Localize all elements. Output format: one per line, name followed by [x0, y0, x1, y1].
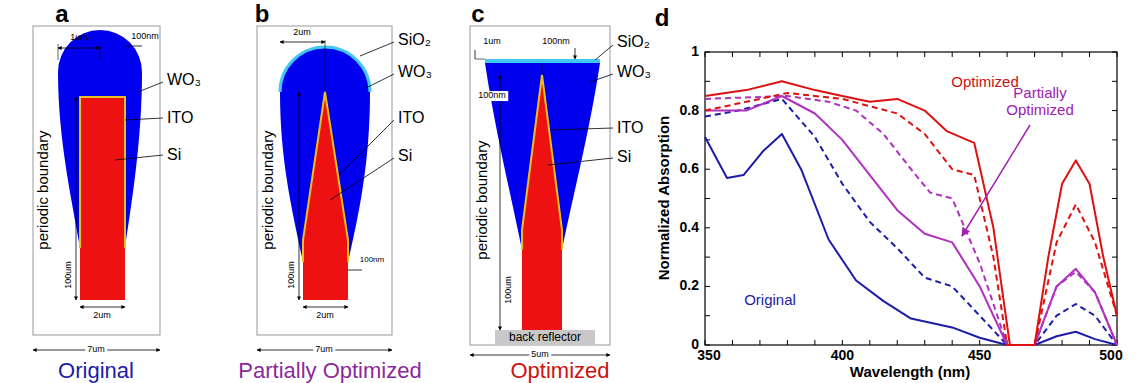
boundary-label: periodic boundary: [474, 140, 491, 259]
material-label: ITO: [617, 119, 643, 137]
panel-letter: d: [655, 5, 670, 31]
panel-letter: a: [55, 1, 68, 27]
dimension-label: 100um: [504, 276, 514, 304]
material-label: WO₃: [167, 71, 201, 89]
material-label: Si: [398, 147, 412, 165]
material-label: Si: [167, 146, 181, 164]
absorption-curve: [705, 81, 1117, 345]
dimension-label: 1um: [70, 33, 88, 43]
panel-caption: Optimized: [510, 359, 609, 383]
axis-title: Normalized Absorption: [656, 116, 673, 280]
dimension-label: 1um: [483, 37, 501, 47]
panel-a-structure: [33, 26, 163, 350]
material-label: WO₃: [398, 63, 432, 81]
dimension-label: 2um: [93, 311, 111, 321]
tick-label: 0.4: [680, 220, 699, 235]
axis-title: Wavelength (nm): [850, 364, 970, 381]
panel-letter: b: [255, 1, 270, 27]
dimension-label: 2um: [316, 311, 334, 321]
panel-b-structure: [257, 26, 394, 350]
tick-label: 0.2: [680, 279, 699, 294]
material-label: SiO₂: [398, 31, 431, 49]
tick-label: 1: [691, 44, 699, 59]
material-label: SiO₂: [617, 33, 650, 51]
dimension-label: 7um: [85, 345, 107, 355]
curve-label: Partially Optimized: [999, 85, 1081, 118]
absorption-curve: [705, 93, 1117, 345]
dimension-label: 2um: [293, 28, 311, 38]
dimension-label: 100nm: [476, 91, 508, 101]
curve-label: Optimized: [951, 74, 1019, 91]
dimension-label: 7um: [313, 345, 335, 355]
reflector-label: back reflector: [509, 331, 581, 344]
tick-label: 350: [697, 348, 720, 363]
panel-caption: Original: [58, 359, 134, 383]
dimension-label: 100nm: [360, 256, 384, 265]
dimension-label: 100um: [287, 261, 297, 289]
dimension-label: 100um: [64, 261, 74, 289]
tick-label: 400: [831, 348, 854, 363]
tick-label: 500: [1099, 348, 1122, 363]
boundary-label: periodic boundary: [35, 130, 52, 249]
material-label: ITO: [167, 109, 193, 127]
dimension-label: 100nm: [542, 37, 570, 47]
panel-c-structure: [470, 26, 613, 355]
boundary-label: periodic boundary: [260, 130, 277, 249]
curve-label: Original: [744, 292, 796, 309]
panel-caption: Partially Optimized: [238, 359, 421, 383]
tick-label: 0.8: [680, 103, 699, 118]
tick-label: 0.6: [680, 161, 699, 176]
absorption-curve: [705, 134, 1117, 345]
tick-label: 450: [968, 348, 991, 363]
material-label: ITO: [398, 109, 424, 127]
dimension-label: 100nm: [131, 32, 159, 42]
chart-axes: [705, 52, 1117, 345]
material-label: WO₃: [617, 63, 651, 81]
panel-letter: c: [471, 1, 484, 27]
material-label: Si: [617, 148, 631, 166]
